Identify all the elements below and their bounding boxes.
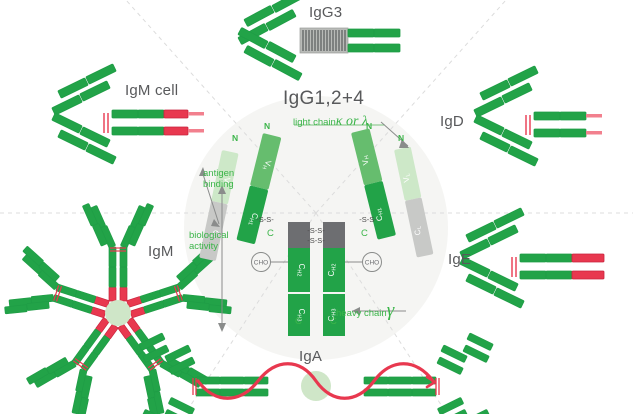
- isotype-label-igg3: IgG3: [309, 4, 343, 21]
- annotation-heavy-chain-greek: γ: [386, 300, 395, 321]
- svg-text:CHO: CHO: [254, 260, 268, 267]
- isotype-igd: [473, 65, 602, 167]
- isotype-label-igm: IgM: [148, 243, 174, 260]
- annotation-biological-activity-line1: biological: [189, 230, 229, 241]
- n-terminus-light-right: N: [398, 133, 405, 143]
- isotype-ige: [459, 207, 605, 309]
- iga-secretory-component: [196, 362, 435, 400]
- annotation-lines: [199, 121, 409, 332]
- domain-vl-left: [211, 150, 239, 205]
- heavy-chain-right-fc: CH2 CH3: [323, 248, 345, 336]
- heavy-chain-left-fab: VH CH1: [236, 133, 282, 244]
- svg-text:CH3: CH3: [296, 309, 307, 322]
- c-terminus-light-left: C: [267, 228, 274, 239]
- center-title: IgG1,2+4: [283, 88, 365, 109]
- svg-text:CL: CL: [209, 229, 221, 240]
- svg-text:VH: VH: [360, 154, 372, 166]
- annotation-biological-activity: biological activity: [189, 230, 229, 252]
- c-terminus-light-right: C: [361, 228, 368, 239]
- domain-vh-right: [351, 128, 383, 185]
- domain-vl-right: [394, 146, 422, 201]
- domain-ch3-left: [288, 294, 310, 336]
- igm-cell-hinge-disulfides: [103, 113, 109, 133]
- domain-cl-right: [405, 197, 434, 258]
- annotation-light-chain: light chainκ or λ: [293, 112, 368, 130]
- annotation-antigen-binding-line2: binding: [203, 179, 234, 190]
- isotype-label-igm-cell: IgM cell: [125, 82, 179, 99]
- annotation-biological-activity-line2: activity: [189, 241, 219, 252]
- cho-left: CHO: [251, 252, 288, 272]
- igm-j-chain: [105, 300, 131, 326]
- disulfide-left-hl: -S-S-: [256, 215, 274, 224]
- disulfide-right-hl: -S-S-: [359, 215, 377, 224]
- domain-ch2-left: [288, 248, 310, 292]
- svg-text:VH: VH: [260, 159, 272, 171]
- annotation-light-chain-greek: κ or λ: [335, 114, 369, 129]
- c-terminus-heavy-left: C: [295, 316, 302, 327]
- svg-text:VL: VL: [401, 173, 413, 183]
- svg-text:CH2: CH2: [327, 264, 338, 277]
- isotype-label-igd: IgD: [440, 113, 464, 130]
- domain-ch2-right: [323, 248, 345, 292]
- igd-hinge-disulfides: [525, 115, 531, 135]
- annotation-heavy-chain: heavy chainγ: [336, 300, 394, 322]
- heavy-chain-left-fc: CH2 CH3: [288, 248, 310, 336]
- svg-text:-S-S-: -S-S-: [307, 236, 325, 245]
- iga-j-chain: [301, 371, 331, 401]
- center-circle: [184, 96, 448, 360]
- svg-text:CHO: CHO: [365, 260, 379, 267]
- light-chain-left: VL CL: [199, 150, 239, 261]
- domain-ch1-right: [364, 181, 396, 240]
- igg3-hinge-disulfides: [302, 30, 346, 51]
- domain-ch1-left: [236, 185, 268, 244]
- n-terminus-light-left: N: [232, 133, 239, 143]
- isotype-label-iga: IgA: [299, 348, 323, 365]
- c-terminus-heavy-right: C: [330, 316, 337, 327]
- svg-text:CH3: CH3: [327, 309, 338, 322]
- isotype-igg3: [237, 0, 401, 81]
- annotation-antigen-binding-line1: antigen: [203, 168, 235, 179]
- annotation-antigen-binding: antigen binding: [203, 168, 234, 190]
- annotation-heavy-chain-text: heavy chain: [336, 308, 387, 319]
- heavy-chain-right-fab: VH CH1: [351, 128, 396, 240]
- ige-hinge-disulfides: [511, 257, 517, 277]
- isotype-igm-cell: [51, 63, 204, 165]
- n-terminus-heavy-left: N: [264, 121, 271, 131]
- hinge-right: [323, 222, 345, 248]
- hinge-disulfides: -S-S- -S-S-: [307, 226, 325, 245]
- domain-vh-left: [250, 133, 282, 190]
- cho-right: CHO: [345, 252, 382, 272]
- n-terminus-heavy-right: N: [366, 121, 373, 131]
- svg-text:VL: VL: [220, 176, 232, 186]
- svg-text:CL: CL: [412, 225, 424, 236]
- domain-ch3-right: [323, 294, 345, 336]
- domain-cl-left: [199, 201, 228, 261]
- isotype-label-ige: IgE: [448, 251, 472, 268]
- isotype-igm-pentamer: [4, 203, 232, 414]
- svg-text:CH2: CH2: [296, 264, 307, 277]
- hinge-left: [288, 222, 310, 248]
- light-chain-right: VL CL: [394, 146, 434, 258]
- svg-text:-S-S-: -S-S-: [307, 226, 325, 235]
- annotation-light-chain-text: light chain: [293, 117, 336, 128]
